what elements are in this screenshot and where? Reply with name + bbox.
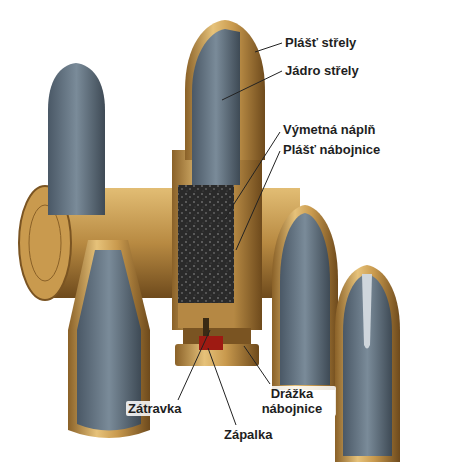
cut-bullet: [272, 205, 338, 390]
part-label: Výmetná náplň: [281, 122, 377, 137]
part-label: Zátravka: [126, 401, 183, 416]
hollow-point-bullet: [335, 265, 400, 462]
central-cartridge: [172, 20, 265, 366]
part-label: Plášť nábojnice: [281, 142, 382, 157]
part-label: Plášť střely: [283, 35, 358, 50]
part-label: Drážka nábojnice: [248, 386, 336, 416]
lead-bullet: [48, 63, 105, 215]
leader-lines: [178, 43, 282, 425]
part-label: Zápalka: [222, 427, 274, 442]
part-label: Jádro střely: [283, 63, 361, 78]
